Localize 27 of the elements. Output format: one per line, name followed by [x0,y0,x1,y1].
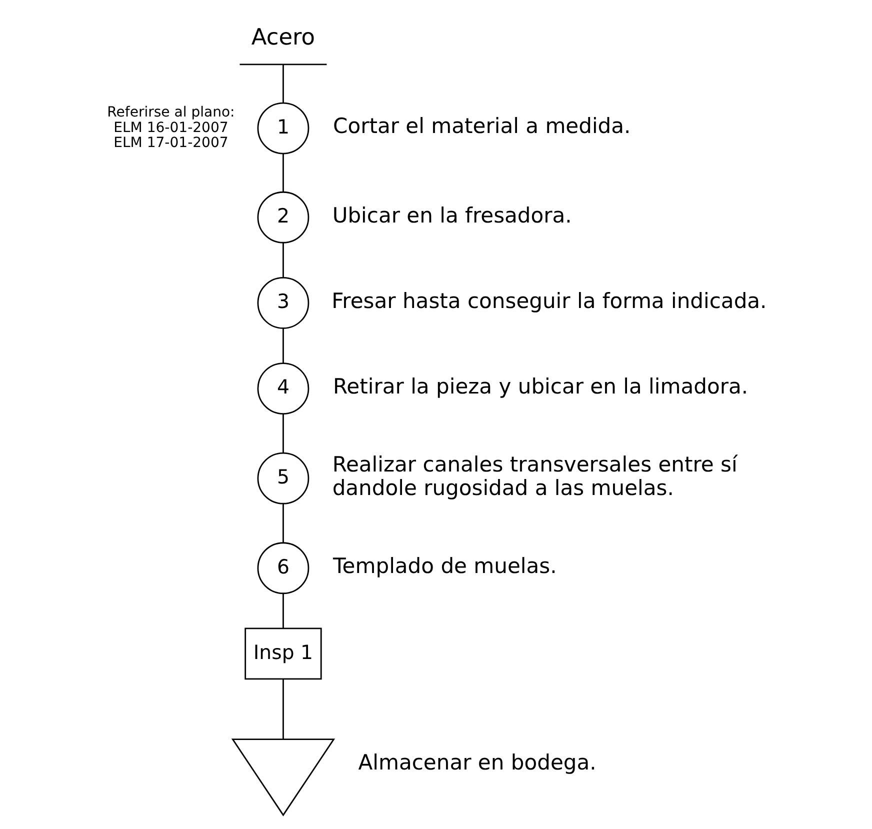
node-label: Ubicar en la fresadora. [332,202,572,228]
node-text: Acero [250,24,314,51]
connector [282,504,284,543]
node-circle: 2 [256,191,309,244]
label: ELM 17-01-2007 [113,135,228,152]
node-triangle [230,738,335,816]
node-circle: 5 [256,452,309,504]
connector [282,593,284,628]
connector [282,679,284,740]
label: ELM 16-01-2007 [113,120,228,136]
node-label: Templado de muelas. [332,553,556,578]
connector [282,414,284,453]
label: Referirse al plano: [106,104,234,120]
node-label: Realizar canales transversales entre sí dandole rugosidad a las muelas. [332,451,737,500]
node-label: Retirar la pieza y ubicar en la limadora. [332,373,748,398]
node-circle: 4 [256,362,309,414]
node-circle: 1 [256,102,309,154]
connector [282,154,284,192]
node-label: Cortar el material a medida. [332,113,630,138]
connector [282,64,284,103]
connector [282,242,284,278]
node-box: Insp 1 [244,628,322,680]
node-label: Almacenar en bodega. [358,749,596,774]
node-circle: 3 [256,277,309,329]
connector [282,328,284,363]
node-label: Fresar hasta conseguir la forma indicada. [331,288,766,313]
node-circle: 6 [256,542,309,594]
